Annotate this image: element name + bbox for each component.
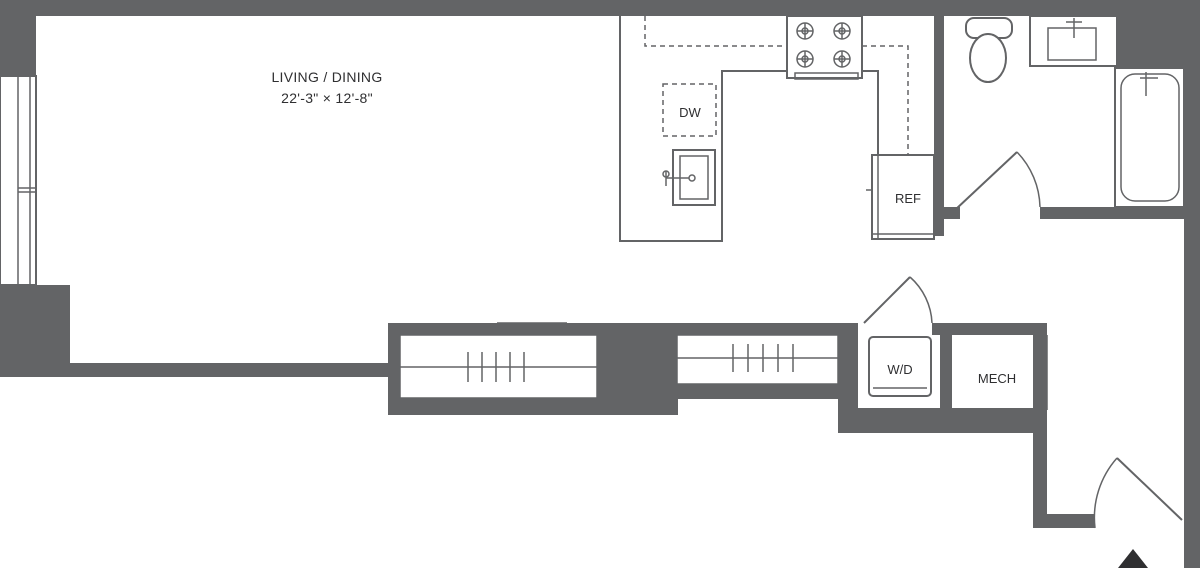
laundry-mech-divider [940, 323, 952, 418]
hall-left-wall [1033, 323, 1047, 528]
bath-left-wall [934, 16, 944, 236]
living-bottom-wall [0, 363, 388, 377]
sink-icon [662, 149, 716, 206]
bath-bottom-wall [1040, 207, 1190, 219]
closet-left-wall [388, 323, 400, 415]
closet-center-pier [597, 323, 677, 415]
laundry-left-wall [838, 323, 858, 433]
kitchen-counter [619, 16, 795, 242]
top-wall [0, 0, 1200, 16]
kitchen-counter-right [860, 70, 879, 155]
cooktop-icon [786, 15, 863, 80]
right-wall [1184, 0, 1200, 568]
mech-top-wall [932, 323, 1047, 335]
entry-door [1093, 457, 1183, 529]
living-dining-dimensions: 22'-3" × 12'-8" [281, 90, 373, 106]
upper-cabinets-right [862, 45, 909, 155]
entry-bottom-wall [1033, 514, 1095, 528]
closet-2 [676, 334, 839, 385]
living-dining-label: LIVING / DINING [271, 69, 382, 85]
entry-arrow-icon [1118, 549, 1148, 568]
laundry-door [863, 276, 933, 324]
upper-cabinets-left [644, 16, 787, 47]
closet2-bottom-wall [677, 384, 847, 399]
mech-label: MECH [978, 371, 1016, 386]
mech-room [1041, 335, 1048, 410]
closet-1 [399, 322, 598, 399]
washer-dryer [868, 336, 932, 397]
laundry [863, 276, 933, 397]
bath-door [954, 151, 1041, 211]
toilet-icon [965, 17, 1013, 83]
left-window [0, 75, 37, 286]
kitchen [619, 15, 935, 242]
bathroom [954, 15, 1185, 211]
left-wall-upper [0, 0, 36, 76]
left-wall-lower [0, 285, 70, 363]
dishwasher-label: DW [679, 105, 701, 120]
bath-corner-block [1117, 16, 1184, 68]
bathtub-icon [1114, 67, 1185, 208]
refrigerator-label: REF [895, 191, 921, 206]
washer-dryer-label: W/D [887, 362, 912, 377]
dishwasher [662, 83, 717, 137]
refrigerator [866, 154, 935, 240]
